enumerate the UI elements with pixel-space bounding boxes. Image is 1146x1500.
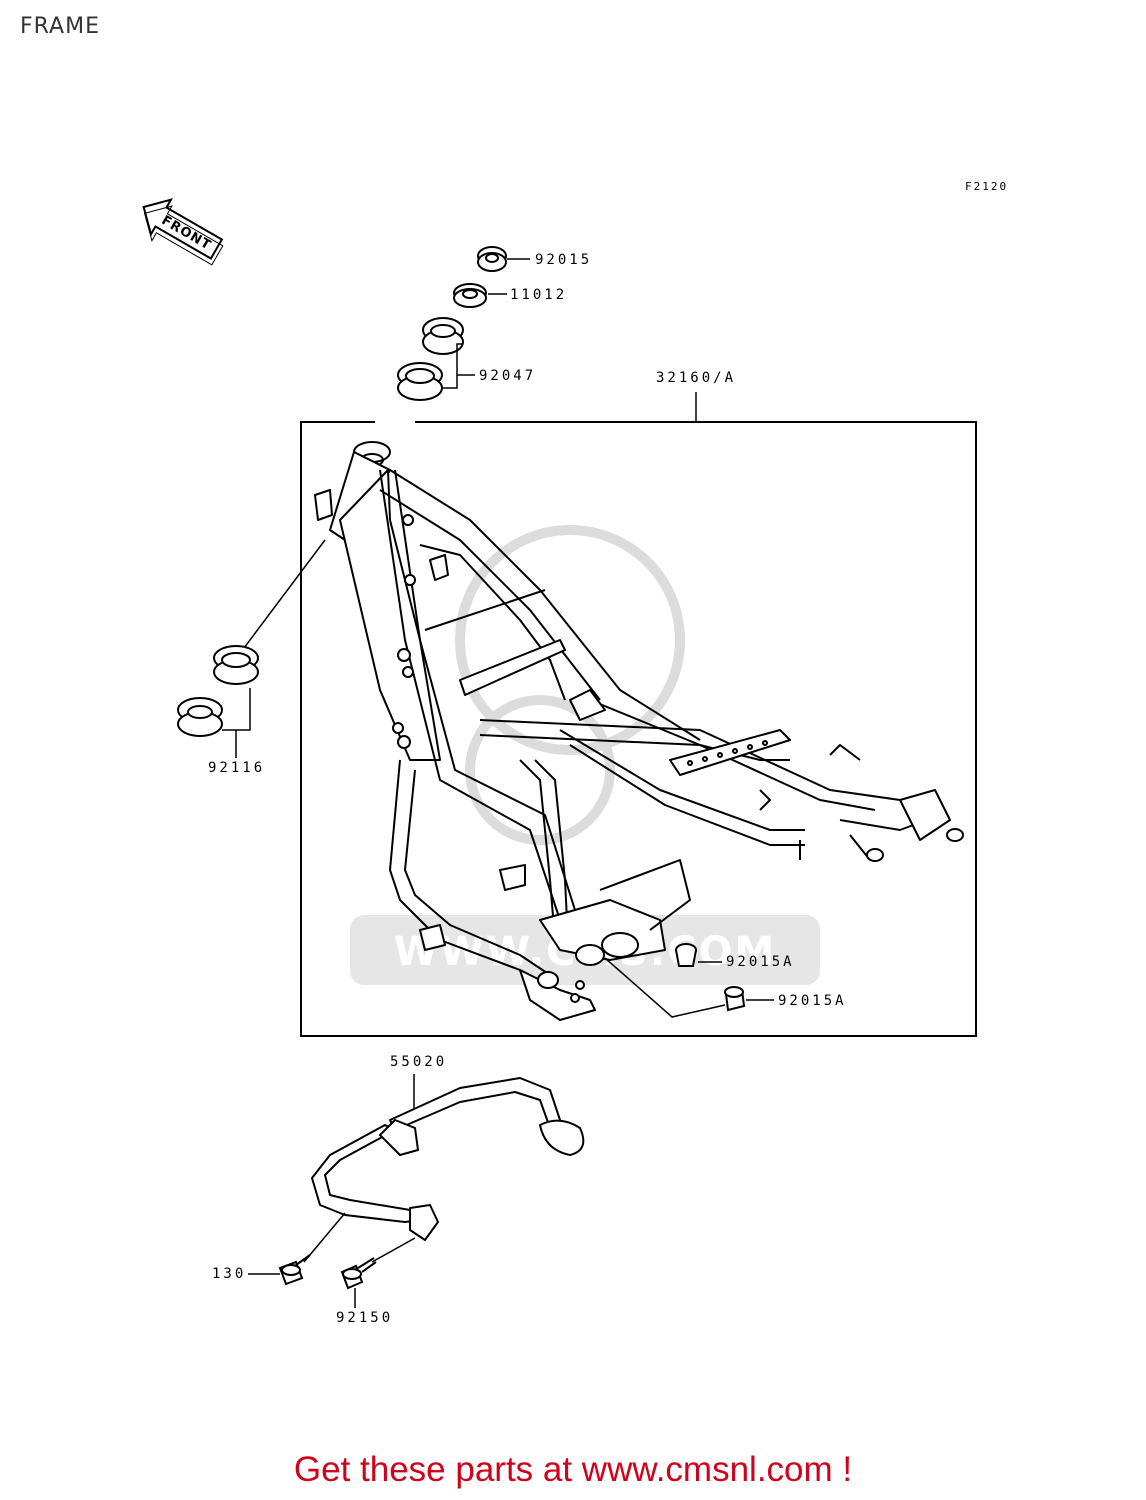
part-92015a-collar-lower (724, 986, 746, 1012)
label-92116: 92116 (208, 760, 265, 776)
frame-body (314, 441, 964, 1021)
page-title: FRAME (20, 14, 100, 39)
part-92047-upper-race (422, 317, 464, 355)
front-arrow-icon: FRONT (142, 198, 224, 266)
label-55020: 55020 (390, 1054, 447, 1070)
promo-banner[interactable]: Get these parts at www.cmsnl.com ! (293, 1450, 853, 1489)
part-92047-lower-race (397, 362, 443, 401)
frame-holes (392, 514, 768, 1003)
part-92015-nut (477, 246, 507, 272)
frame-box (300, 421, 977, 1037)
part-130-bolt (278, 1254, 311, 1286)
label-92150: 92150 (336, 1310, 393, 1326)
label-32160: 32160/A (656, 370, 736, 386)
part-11012-washer (453, 283, 487, 308)
label-92015a-lower: 92015A (778, 993, 847, 1009)
part-92150-bolt (340, 1257, 377, 1290)
figure-code: F2120 (965, 180, 1008, 193)
label-92015a-upper: 92015A (726, 954, 795, 970)
part-92015a-collar-upper (675, 943, 697, 967)
part-55020-bracket (311, 1077, 585, 1241)
label-92047: 92047 (479, 368, 536, 384)
label-11012: 11012 (510, 287, 567, 303)
part-92116-bearing (177, 697, 223, 737)
part-92116-race (213, 645, 259, 685)
label-130: 130 (212, 1266, 246, 1282)
label-92015: 92015 (535, 252, 592, 268)
